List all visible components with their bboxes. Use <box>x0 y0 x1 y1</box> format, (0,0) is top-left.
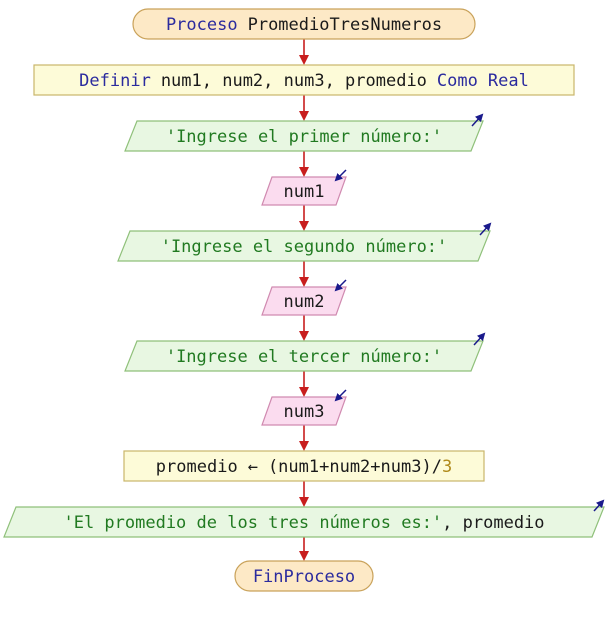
arrow-up-right-icon <box>593 499 605 512</box>
arrow-down-left-icon <box>334 389 347 402</box>
output-node-2[interactable]: 'Ingrese el segundo número:' <box>117 222 492 262</box>
output-1-text: 'Ingrese el primer número:' <box>166 127 442 147</box>
start-terminal[interactable]: Proceso PromedioTresNumeros <box>132 8 476 40</box>
assign-divisor: 3 <box>442 457 452 477</box>
output-node-1[interactable]: 'Ingrese el primer número:' <box>124 113 484 152</box>
arrow-up-right-icon <box>479 222 492 236</box>
arrow-down-left-icon <box>334 169 347 182</box>
output-node-4[interactable]: 'El promedio de los tres números es:', p… <box>3 499 605 538</box>
assign-process-box[interactable]: promedio ← (num1+num2+num3)/3 <box>123 450 485 482</box>
input-1-text: num1 <box>284 182 325 202</box>
output-3-text: 'Ingrese el tercer número:' <box>166 347 442 367</box>
svg-text:promedio←(num1+num2+num3)/3: promedio ← (num1+num2+num3)/3 <box>156 457 452 477</box>
define-como-keyword: Como <box>437 71 478 91</box>
input-3-text: num3 <box>284 402 325 422</box>
arrow-up-right-icon <box>471 113 484 127</box>
define-type: Real <box>488 71 529 91</box>
input-2-text: num2 <box>284 292 325 312</box>
input-node-3[interactable]: num3 <box>261 389 347 426</box>
arrow-down-left-icon <box>334 279 347 292</box>
output-node-3[interactable]: 'Ingrese el tercer número:' <box>124 332 486 372</box>
output-4-rest: , promedio <box>442 513 544 533</box>
start-keyword: Proceso <box>166 15 238 35</box>
define-vars: num1, num2, num3, promedio <box>161 71 427 91</box>
define-keyword: Definir <box>79 71 151 91</box>
define-process-box[interactable]: Definir num1, num2, num3, promedio Como Rea… <box>33 64 575 96</box>
output-4-string: 'El promedio de los tres números es:' <box>63 513 442 533</box>
start-process-name: PromedioTresNumeros <box>248 15 442 35</box>
end-terminal[interactable]: FinProceso <box>234 560 374 592</box>
output-2-text: 'Ingrese el segundo número:' <box>161 237 448 257</box>
assign-expr: (num1+num2+num3)/ <box>268 457 442 477</box>
input-node-2[interactable]: num2 <box>261 279 347 316</box>
arrow-up-right-icon <box>473 332 486 346</box>
end-keyword: FinProceso <box>253 567 355 587</box>
assign-arrow: ← <box>248 457 258 477</box>
assign-lhs: promedio <box>156 457 238 477</box>
input-node-1[interactable]: num1 <box>261 169 347 206</box>
svg-text:'El promedio de los tres númer: 'El promedio de los tres números es:', p… <box>63 513 544 533</box>
